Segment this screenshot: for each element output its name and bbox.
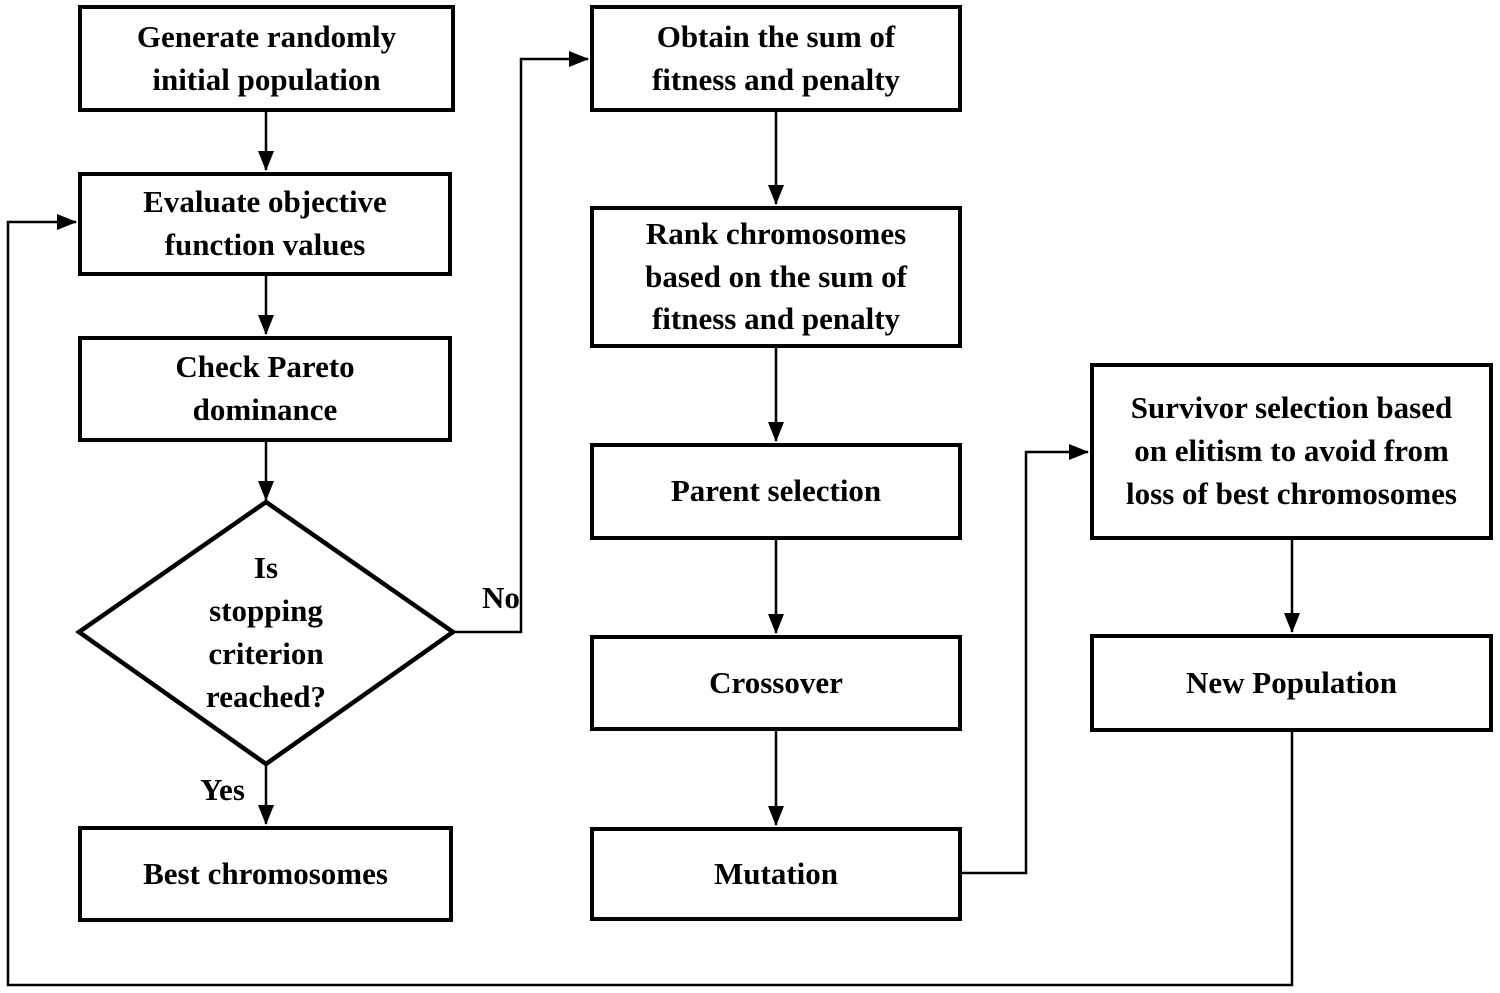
node-obtain-sum-fitness-penalty: Obtain the sum of fitness and penalty: [590, 5, 962, 112]
node-survivor-selection: Survivor selection based on elitism to a…: [1090, 363, 1493, 540]
edge-decision-no-to-obtain: [453, 51, 589, 634]
decision-stopping-criterion: Is stopping criterion reached?: [206, 550, 326, 714]
node-crossover: Crossover: [590, 635, 962, 731]
node-best-chromosomes: Best chromosomes: [78, 826, 453, 922]
node-rank-chromosomes: Rank chromosomes based on the sum of fit…: [590, 206, 962, 348]
edge-label-yes: Yes: [200, 772, 245, 807]
edge-label-no: No: [482, 580, 520, 615]
node-mutation: Mutation: [590, 827, 962, 921]
node-new-population: New Population: [1090, 634, 1493, 732]
node-evaluate-objective-function: Evaluate objective function values: [78, 172, 452, 276]
edge-mutation-to-survivor: [962, 444, 1089, 875]
edge-newpopulation-loop-to-evaluate: [6, 214, 1294, 987]
node-check-pareto-dominance: Check Pareto dominance: [78, 336, 452, 442]
node-generate-initial-population: Generate randomly initial population: [78, 5, 455, 112]
node-parent-selection: Parent selection: [590, 443, 962, 540]
